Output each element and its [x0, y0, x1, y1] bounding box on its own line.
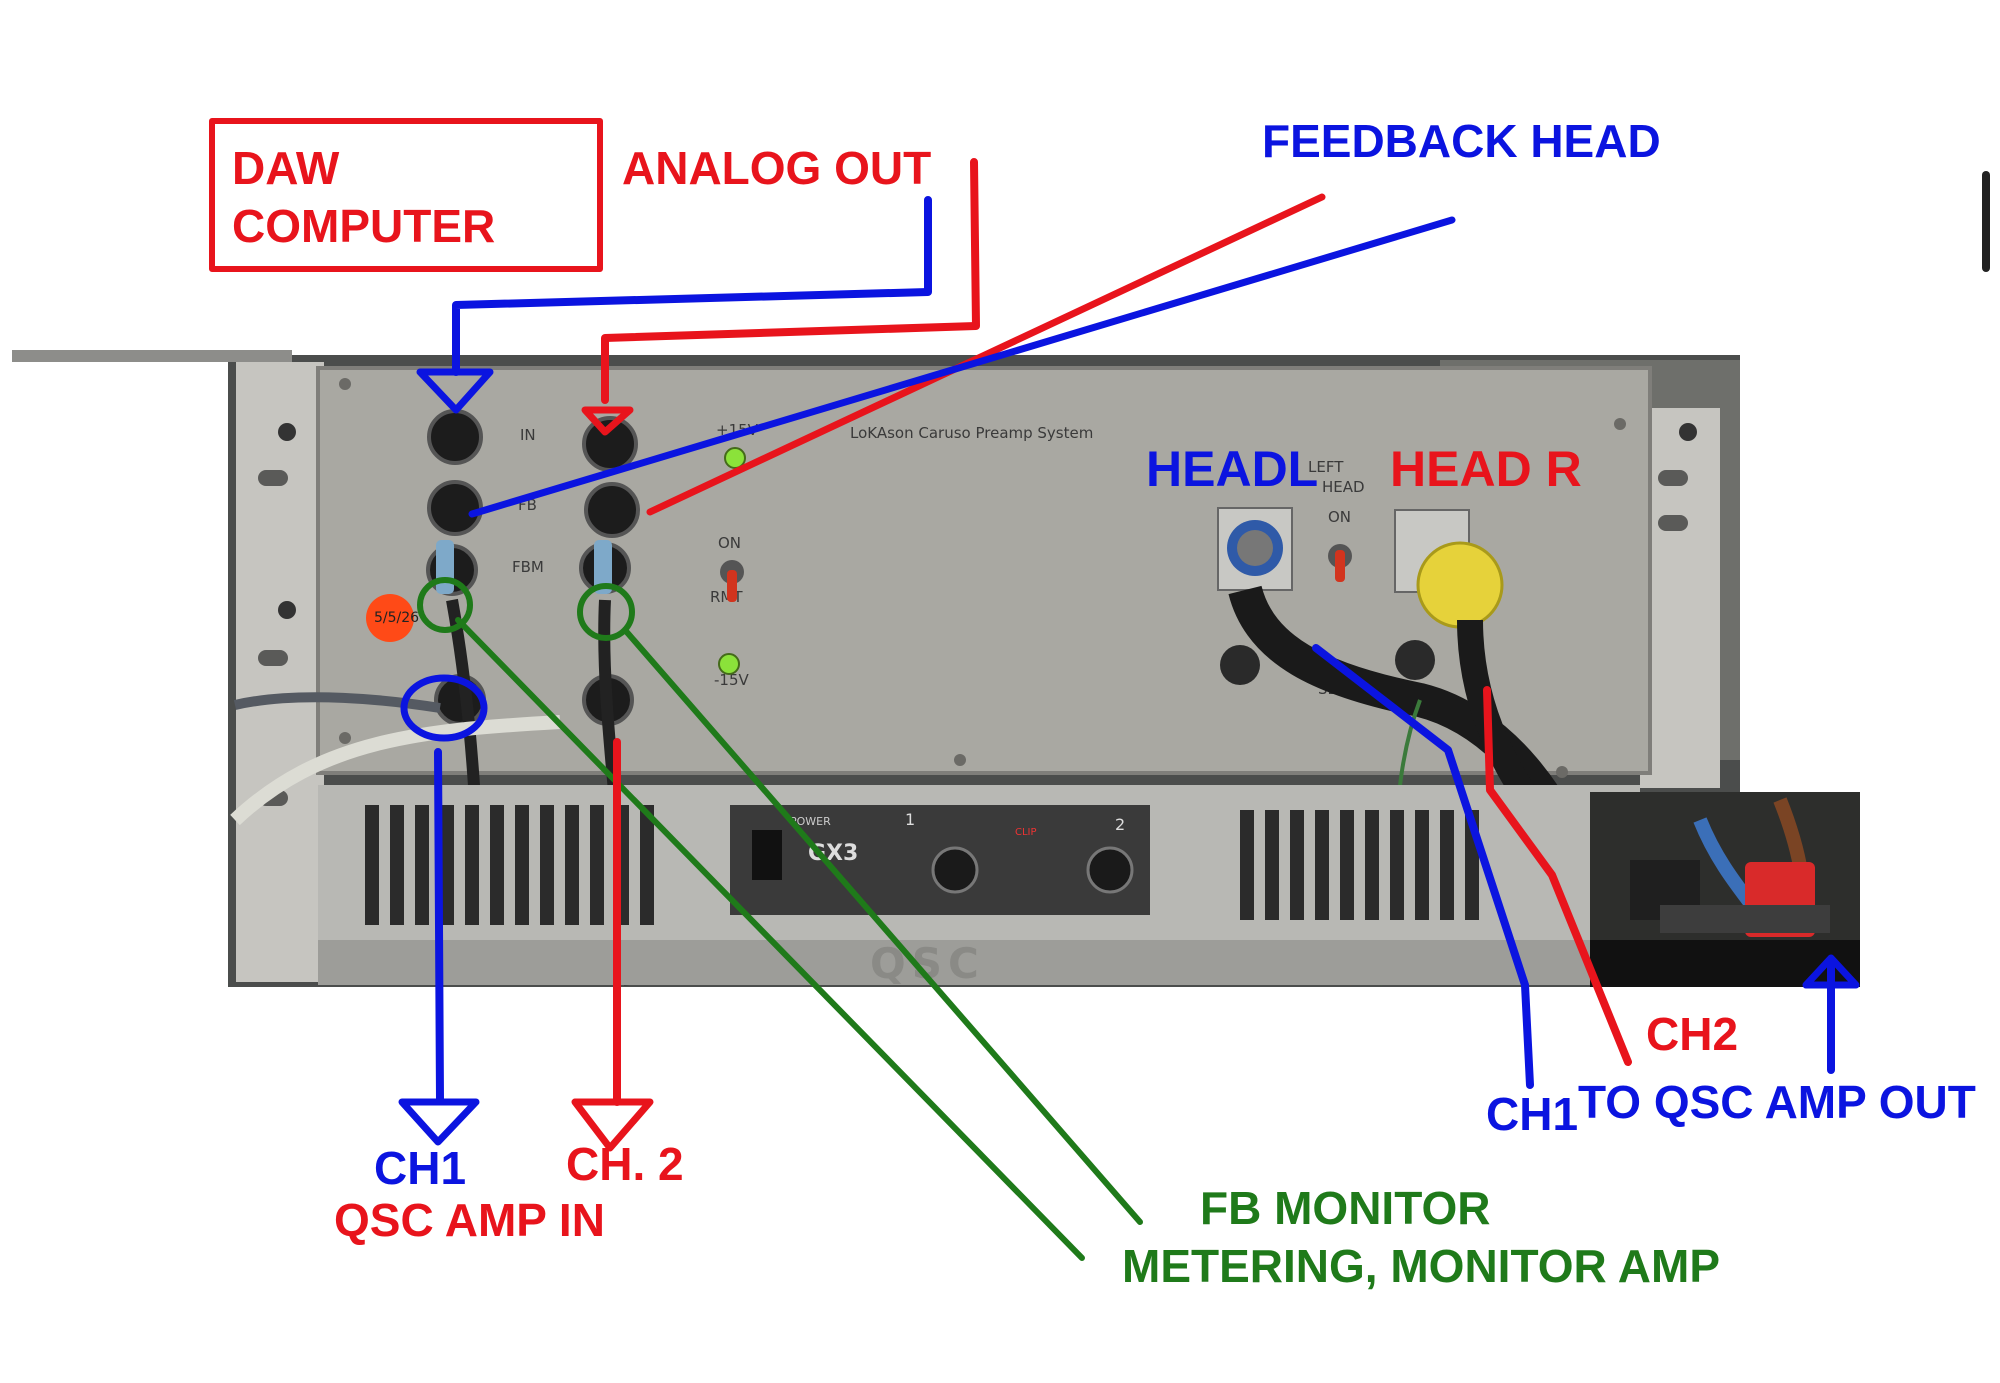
jack-in-left — [427, 409, 483, 465]
speakon-connector-icon — [1217, 507, 1293, 591]
amp-power-switch — [752, 830, 782, 880]
green-line-right — [622, 627, 1143, 1225]
panel-brand-text: LoKAson Caruso Preamp System — [850, 424, 1093, 442]
amp-ch2-label: 2 — [1115, 815, 1125, 834]
green-led-icon — [724, 447, 746, 469]
red-path-head-right — [1483, 686, 1632, 1066]
panel-sticker-text: 5/5/26 — [374, 610, 419, 626]
blue-arrowhead-amp-out — [1802, 954, 1860, 989]
to-qsc-amp-out-label: TO QSC AMP OUT — [1578, 1076, 1976, 1128]
green-circle-fbm-right — [577, 583, 635, 641]
panel-minus15v-label: -15V — [714, 671, 749, 689]
red-path-analog-out — [601, 158, 980, 404]
rack-hole-1 — [258, 470, 288, 486]
amp-gain-knob-1 — [931, 846, 979, 894]
cable-white — [230, 715, 561, 826]
plug-fbm-right — [594, 540, 612, 594]
red-feedback-line — [646, 193, 1326, 516]
panel-knob — [1220, 645, 1260, 685]
ch1-out-label: CH1 — [1486, 1088, 1578, 1140]
panel-sticker — [366, 594, 414, 642]
rack-screw-2 — [278, 601, 296, 619]
annotations — [209, 118, 1990, 1261]
blue-line-ch1-down — [434, 748, 444, 1104]
cable-grey — [233, 692, 441, 713]
daw-computer-box — [209, 118, 603, 272]
amp-ch1-label: 1 — [905, 810, 915, 829]
panel-rmt-label: RMT — [710, 588, 743, 606]
rack-hole-4 — [1658, 470, 1688, 486]
rack-ear-left — [236, 362, 324, 982]
toggle-switch-icon — [1328, 544, 1352, 582]
speakon-connector-icon — [1394, 509, 1504, 629]
feedback-head-label: FEEDBACK HEAD — [1262, 115, 1661, 167]
blue-path-daw-to-in — [452, 196, 932, 376]
panel-screw-bc — [954, 754, 966, 766]
amp-clip-label: CLIP — [1015, 827, 1037, 838]
green-line-left — [455, 617, 1085, 1261]
amp-gain-knob-2 — [1086, 846, 1134, 894]
equipment-photo: LoKAson Caruso Preamp System IN FB FBM +… — [12, 350, 1860, 988]
green-led-icon — [718, 653, 740, 675]
rack-hole-2 — [258, 650, 288, 666]
panel-screw-tr — [1614, 418, 1626, 430]
red-arrowhead-ch2 — [571, 1098, 654, 1152]
panel-head-on-label: ON — [1328, 508, 1351, 526]
panel-fbm-label: FBM — [512, 558, 544, 576]
fb-monitor-label: FB MONITOR — [1200, 1182, 1490, 1234]
rack-screw-3 — [1679, 423, 1697, 441]
blue-circle-out-left — [400, 674, 488, 742]
blue-feedback-line — [468, 216, 1456, 518]
amp-brand-logo: QSC — [870, 939, 985, 988]
panel-on-label: ON — [718, 534, 741, 552]
jack-fb-left — [427, 480, 483, 536]
amp-power-label: POWER — [790, 815, 831, 828]
preamp-faceplate-shade — [316, 366, 1652, 775]
analog-out-label: ANALOG OUT — [622, 142, 931, 194]
rack-hole-5 — [1658, 515, 1688, 531]
qsc-amp-in-label: QSC AMP IN — [334, 1194, 605, 1246]
plug-fbm-left — [436, 540, 454, 594]
panel-screw-br — [1556, 766, 1568, 778]
green-circle-fbm-left — [417, 577, 473, 633]
panel-screw-bl — [339, 732, 351, 744]
daw-label-line1: DAW — [232, 142, 340, 194]
panel-screw-tl — [339, 378, 351, 390]
blue-arrowhead-ch1 — [398, 1098, 480, 1146]
amp-vent-right — [1240, 810, 1479, 920]
daw-label-line2: COMPUTER — [232, 200, 495, 252]
rack-screw-1 — [278, 423, 296, 441]
metering-label: METERING, MONITOR AMP — [1122, 1240, 1720, 1292]
cable-shelf — [12, 350, 292, 362]
ch2-in-label: CH. 2 — [566, 1138, 684, 1190]
blue-arrowhead-in — [416, 368, 494, 414]
head-right-label: HEAD R — [1390, 441, 1582, 497]
panel-head-label: HEAD — [1322, 478, 1365, 496]
panel-left-label: LEFT — [1308, 458, 1344, 476]
toggle-switch-icon — [720, 560, 744, 602]
inset-amp-output-photo — [1590, 792, 1860, 987]
labels: DAW COMPUTER ANALOG OUT FEEDBACK HEAD HE… — [232, 115, 1976, 1292]
head-left-label: HEADL — [1146, 441, 1318, 497]
ch1-in-label: CH1 — [374, 1142, 466, 1194]
blue-path-head-left — [1312, 644, 1534, 1089]
red-arrowhead-in — [581, 406, 634, 436]
qsc-amp-shade — [318, 940, 1640, 985]
ch2-out-label: CH2 — [1646, 1008, 1738, 1060]
panel-knob — [1395, 640, 1435, 680]
jack-fb-right — [584, 482, 640, 538]
panel-in-label: IN — [520, 426, 536, 444]
